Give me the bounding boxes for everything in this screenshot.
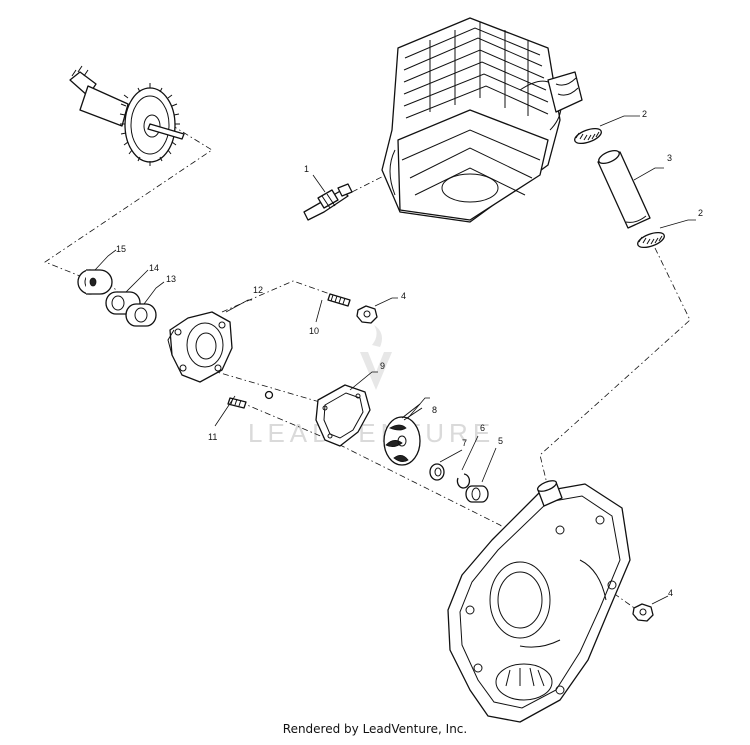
part-15-bearing — [77, 269, 113, 295]
o-ring — [264, 390, 274, 400]
leader-lines — [94, 115, 696, 605]
part-9-gasket — [315, 384, 371, 447]
callout-10: 10 — [309, 326, 319, 336]
callout-4-upper: 4 — [401, 291, 406, 301]
crankcase-cover — [447, 480, 631, 723]
watermark: LEADVENTURE — [248, 325, 495, 448]
callout-4-lower: 4 — [668, 588, 673, 598]
callout-15: 15 — [116, 244, 126, 254]
part-13-seal — [125, 303, 157, 327]
part-5-bushing — [465, 485, 489, 503]
callout-2-lower: 2 — [698, 208, 703, 218]
gear-shaft-assembly — [69, 65, 185, 166]
part-10-stud — [327, 293, 351, 307]
callout-11: 11 — [208, 432, 217, 442]
part-3-hose — [597, 149, 651, 229]
callout-5: 5 — [498, 436, 503, 446]
part-4-nut-upper — [356, 305, 378, 324]
footer-credit: Rendered by LeadVenture, Inc. — [282, 722, 468, 736]
part-4-nut-lower — [632, 603, 654, 622]
part-8-impeller — [383, 403, 423, 466]
callout-12: 12 — [253, 285, 263, 295]
callout-3: 3 — [667, 153, 672, 163]
part-12-pump-housing — [167, 311, 233, 383]
engine-cylinder — [381, 17, 583, 223]
watermark-text: LEADVENTURE — [248, 418, 495, 448]
callout-7: 7 — [462, 438, 467, 448]
callout-2-upper: 2 — [642, 109, 647, 119]
callout-1: 1 — [304, 164, 309, 174]
part-2-hose-clamp-lower — [637, 231, 665, 249]
part-2-hose-clamp-upper — [574, 127, 602, 145]
callout-14: 14 — [149, 263, 159, 273]
callout-8: 8 — [432, 405, 437, 415]
part-7-washer — [429, 463, 445, 481]
callout-6: 6 — [480, 423, 485, 433]
callout-13: 13 — [166, 274, 176, 284]
part-6-ring — [456, 473, 471, 489]
callout-9: 9 — [380, 361, 385, 371]
part-1-sensor — [303, 183, 353, 221]
callouts: 1 2 3 2 4 4 5 6 7 8 9 10 11 12 13 14 15 — [116, 109, 703, 598]
